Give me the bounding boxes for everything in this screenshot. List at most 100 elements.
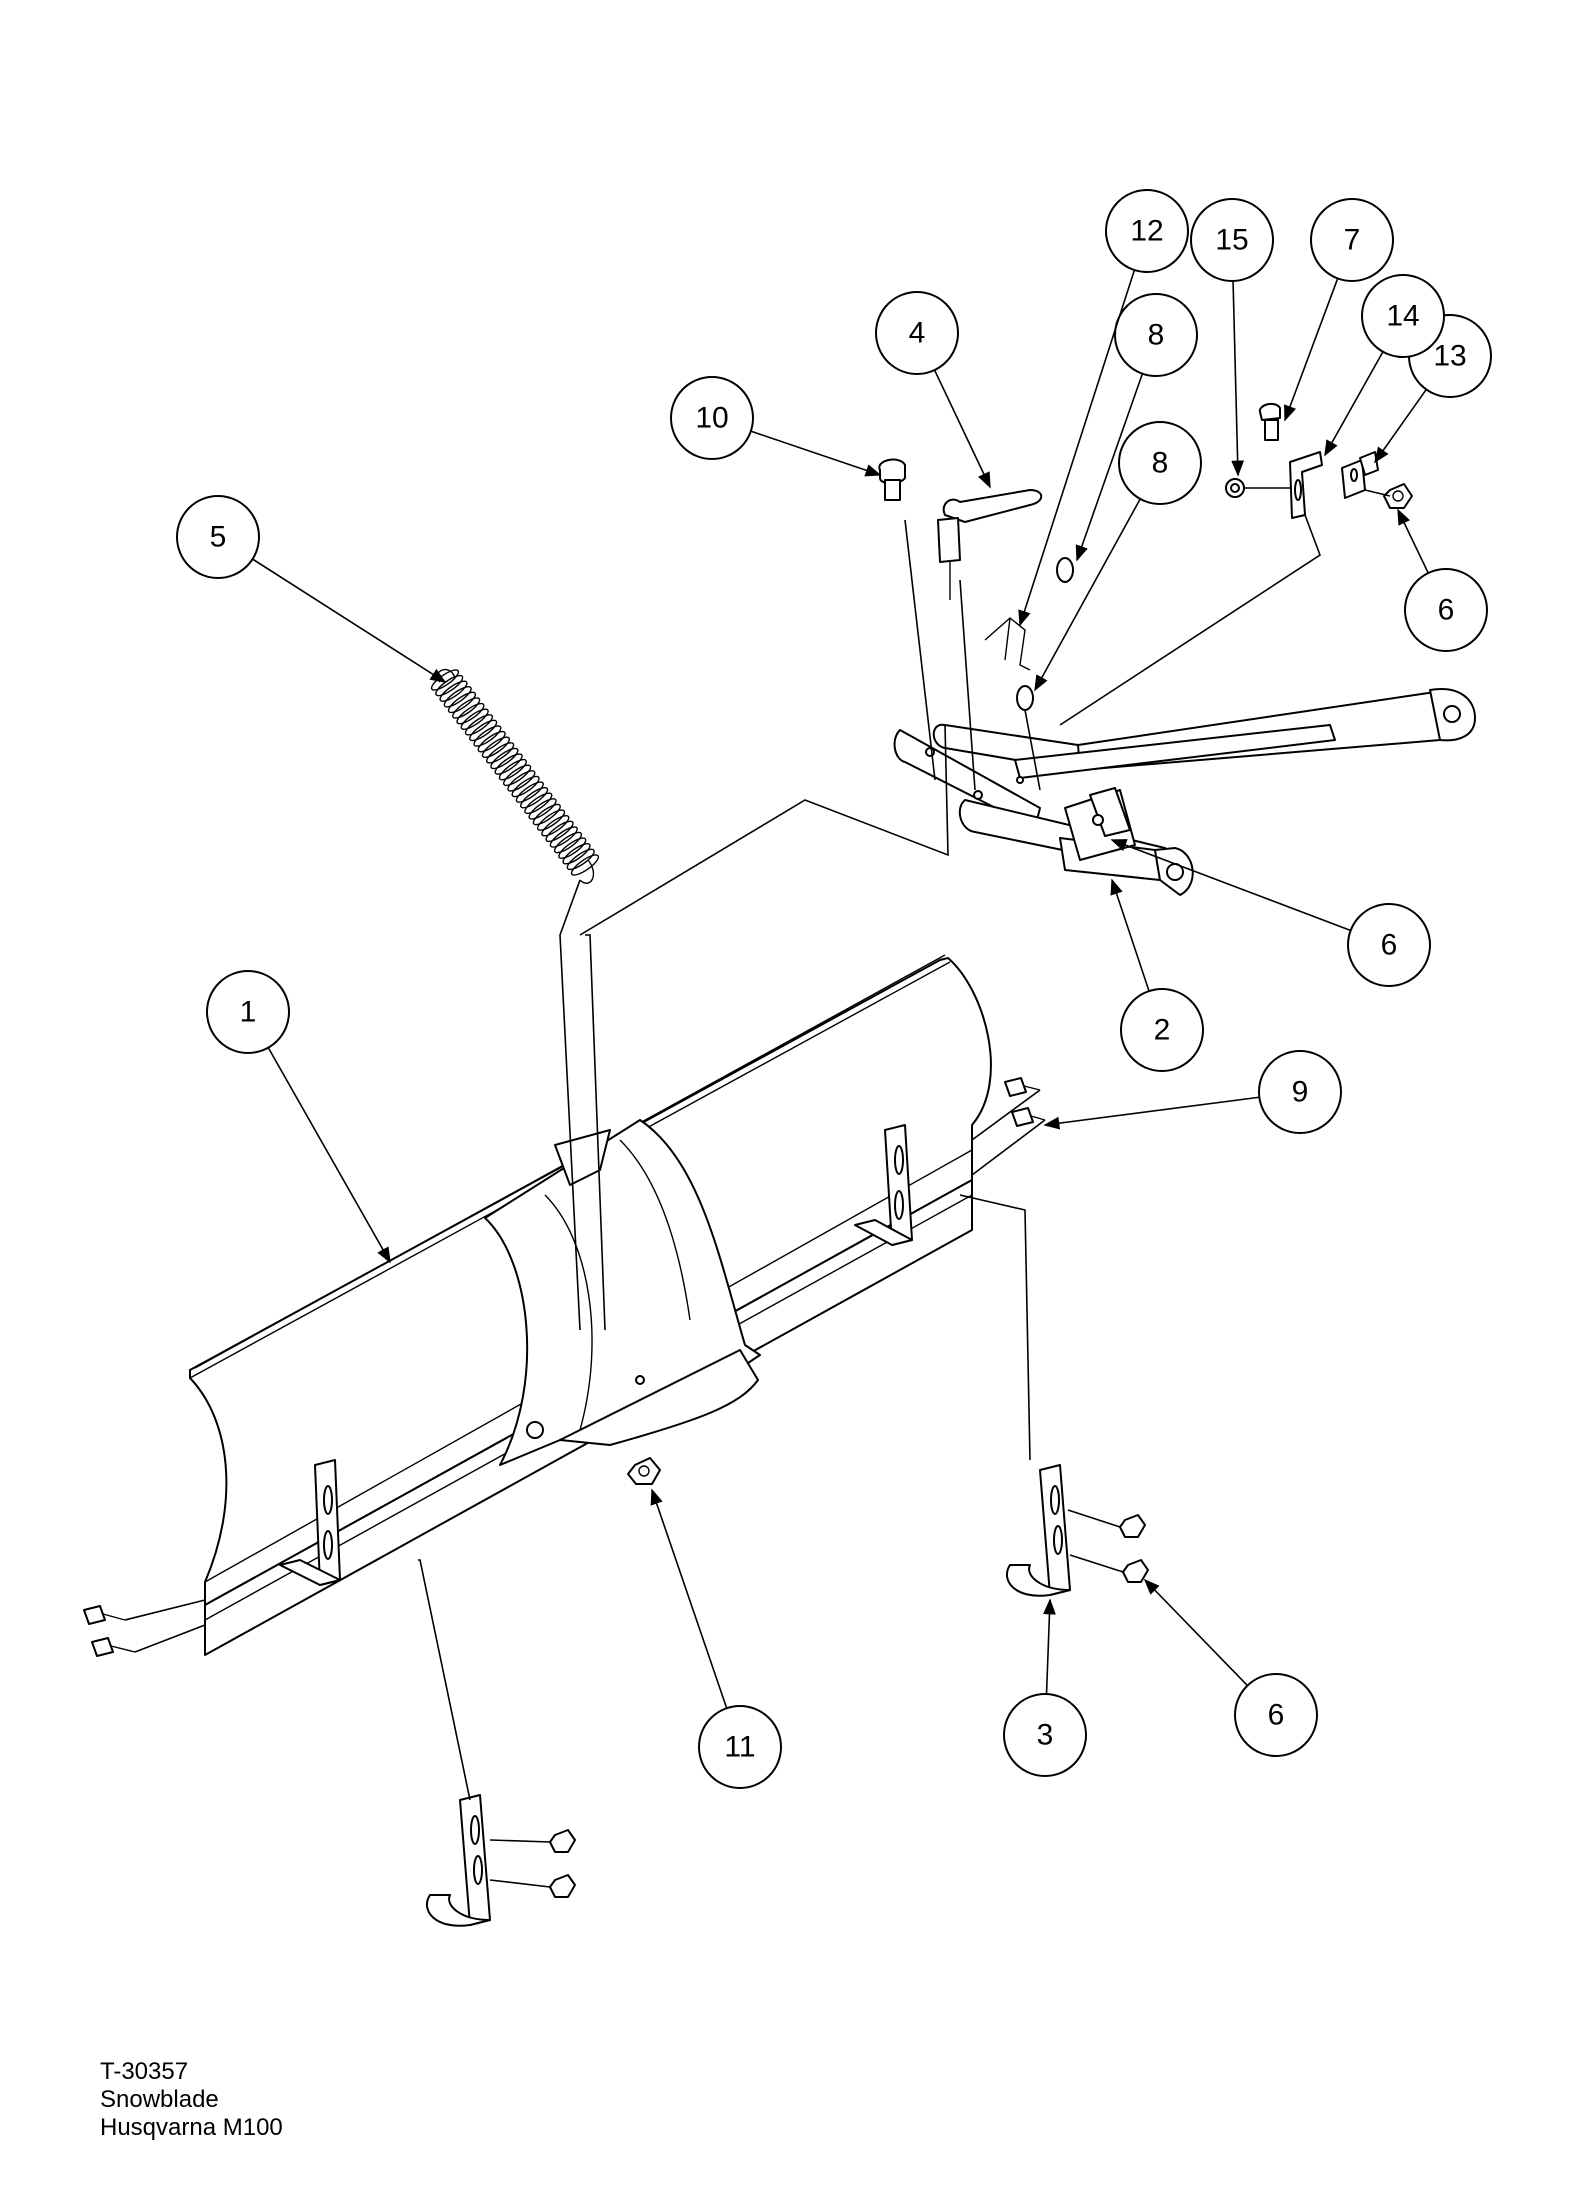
callout-label: 4 xyxy=(909,317,926,350)
nut-11 xyxy=(627,1457,661,1485)
spring-coil xyxy=(532,803,561,826)
callout-leader xyxy=(1374,389,1427,464)
callout-leader xyxy=(1397,508,1429,574)
callout-leader xyxy=(1284,278,1339,422)
callout-leader xyxy=(1018,269,1136,627)
spring-coil xyxy=(481,736,511,759)
callout-label: 1 xyxy=(240,996,257,1029)
upper-small-parts xyxy=(1059,402,1413,726)
spring-coil xyxy=(490,747,519,770)
assembly-lines xyxy=(579,724,949,1331)
drawing-code: T-30357 xyxy=(100,2058,189,2085)
callout-leader xyxy=(650,1488,728,1709)
callout-circle xyxy=(1114,293,1198,377)
spring-coil xyxy=(460,708,489,730)
callout-leader xyxy=(1231,280,1245,477)
callout-circle xyxy=(875,291,959,375)
callout-11: 11 xyxy=(650,1488,782,1789)
spring-coil xyxy=(528,798,557,820)
callout-leader xyxy=(1110,839,1351,932)
drawing-model: Husqvarna M100 xyxy=(100,2114,283,2141)
callout-1: 1 xyxy=(206,970,391,1264)
spring-coil xyxy=(511,775,540,798)
spring-coil xyxy=(469,719,498,742)
callout-label: 11 xyxy=(724,1731,755,1764)
lock-pin xyxy=(937,489,1043,791)
callout-leader xyxy=(1043,1096,1260,1130)
callout-label: 15 xyxy=(1215,224,1248,257)
callout-6: 6 xyxy=(1143,1578,1318,1757)
spring-coil xyxy=(519,786,549,809)
callout-label: 10 xyxy=(695,402,728,435)
callout-12: 12 xyxy=(1018,189,1189,627)
callout-leader xyxy=(1324,351,1384,457)
spring-coil xyxy=(443,686,472,708)
spring-coil xyxy=(566,848,595,871)
callout-7: 7 xyxy=(1284,198,1394,422)
callout-circle xyxy=(1404,568,1488,652)
foot-right xyxy=(959,1194,1149,1597)
callout-8: 8 xyxy=(1034,421,1202,692)
callout-10: 10 xyxy=(670,376,882,477)
spring-coil xyxy=(494,753,523,775)
callout-3: 3 xyxy=(1003,1598,1087,1777)
callout-leader xyxy=(1043,1598,1056,1695)
callout-circle xyxy=(698,1705,782,1789)
drawing-name: Snowblade xyxy=(100,2086,219,2113)
spring-coil xyxy=(545,820,574,843)
callout-2: 2 xyxy=(1110,878,1204,1072)
spring-coil xyxy=(515,781,544,803)
spring-coil xyxy=(524,792,553,815)
callout-label: 6 xyxy=(1438,594,1455,627)
callout-15: 15 xyxy=(1190,198,1274,477)
spring-coil xyxy=(435,674,464,697)
callout-leader xyxy=(252,558,447,683)
callout-leader xyxy=(1075,373,1144,562)
spring xyxy=(430,668,600,1331)
callout-circle xyxy=(1361,274,1445,358)
callout-circle xyxy=(670,376,754,460)
bolt-10 xyxy=(878,458,936,781)
callout-label: 5 xyxy=(210,521,227,554)
spring-coil xyxy=(536,809,566,831)
spring-coil xyxy=(541,815,570,837)
callout-label: 12 xyxy=(1130,215,1163,248)
spring-coil xyxy=(464,714,494,736)
callout-5: 5 xyxy=(176,495,447,683)
callout-circle xyxy=(1120,988,1204,1072)
spring-coil xyxy=(570,854,600,876)
foot-left xyxy=(418,1559,576,1927)
callout-label: 9 xyxy=(1292,1076,1309,1109)
spring-coil xyxy=(486,742,515,764)
spring-clip xyxy=(984,617,1031,671)
callout-leader xyxy=(750,430,882,477)
drawing-caption: T-30357 Snowblade Husqvarna M100 xyxy=(100,2058,283,2142)
callout-leader xyxy=(1143,1578,1249,1687)
callout-6: 6 xyxy=(1110,839,1431,987)
callout-label: 13 xyxy=(1433,340,1466,373)
callout-circle xyxy=(1347,903,1431,987)
callout-circle xyxy=(1118,421,1202,505)
blade-bracket-left xyxy=(279,1459,341,1586)
callout-label: 8 xyxy=(1148,319,1165,352)
callout-leader xyxy=(267,1047,391,1264)
callout-circle xyxy=(1310,198,1394,282)
callout-circle xyxy=(1258,1050,1342,1134)
callout-9: 9 xyxy=(1043,1050,1342,1134)
blade xyxy=(189,954,992,1656)
blade-bracket-right xyxy=(854,1124,913,1246)
callout-4: 4 xyxy=(875,291,991,489)
callout-circle xyxy=(176,495,260,579)
callout-circle xyxy=(1234,1673,1318,1757)
callout-8: 8 xyxy=(1075,293,1198,562)
callout-label: 3 xyxy=(1037,1719,1054,1752)
spring-coil xyxy=(549,826,578,848)
callout-leader xyxy=(1110,878,1150,992)
spring-coil xyxy=(558,837,587,859)
callout-label: 2 xyxy=(1154,1014,1171,1047)
callout-circle xyxy=(1105,189,1189,273)
spring-coil xyxy=(498,758,527,781)
push-frame xyxy=(893,688,1476,896)
